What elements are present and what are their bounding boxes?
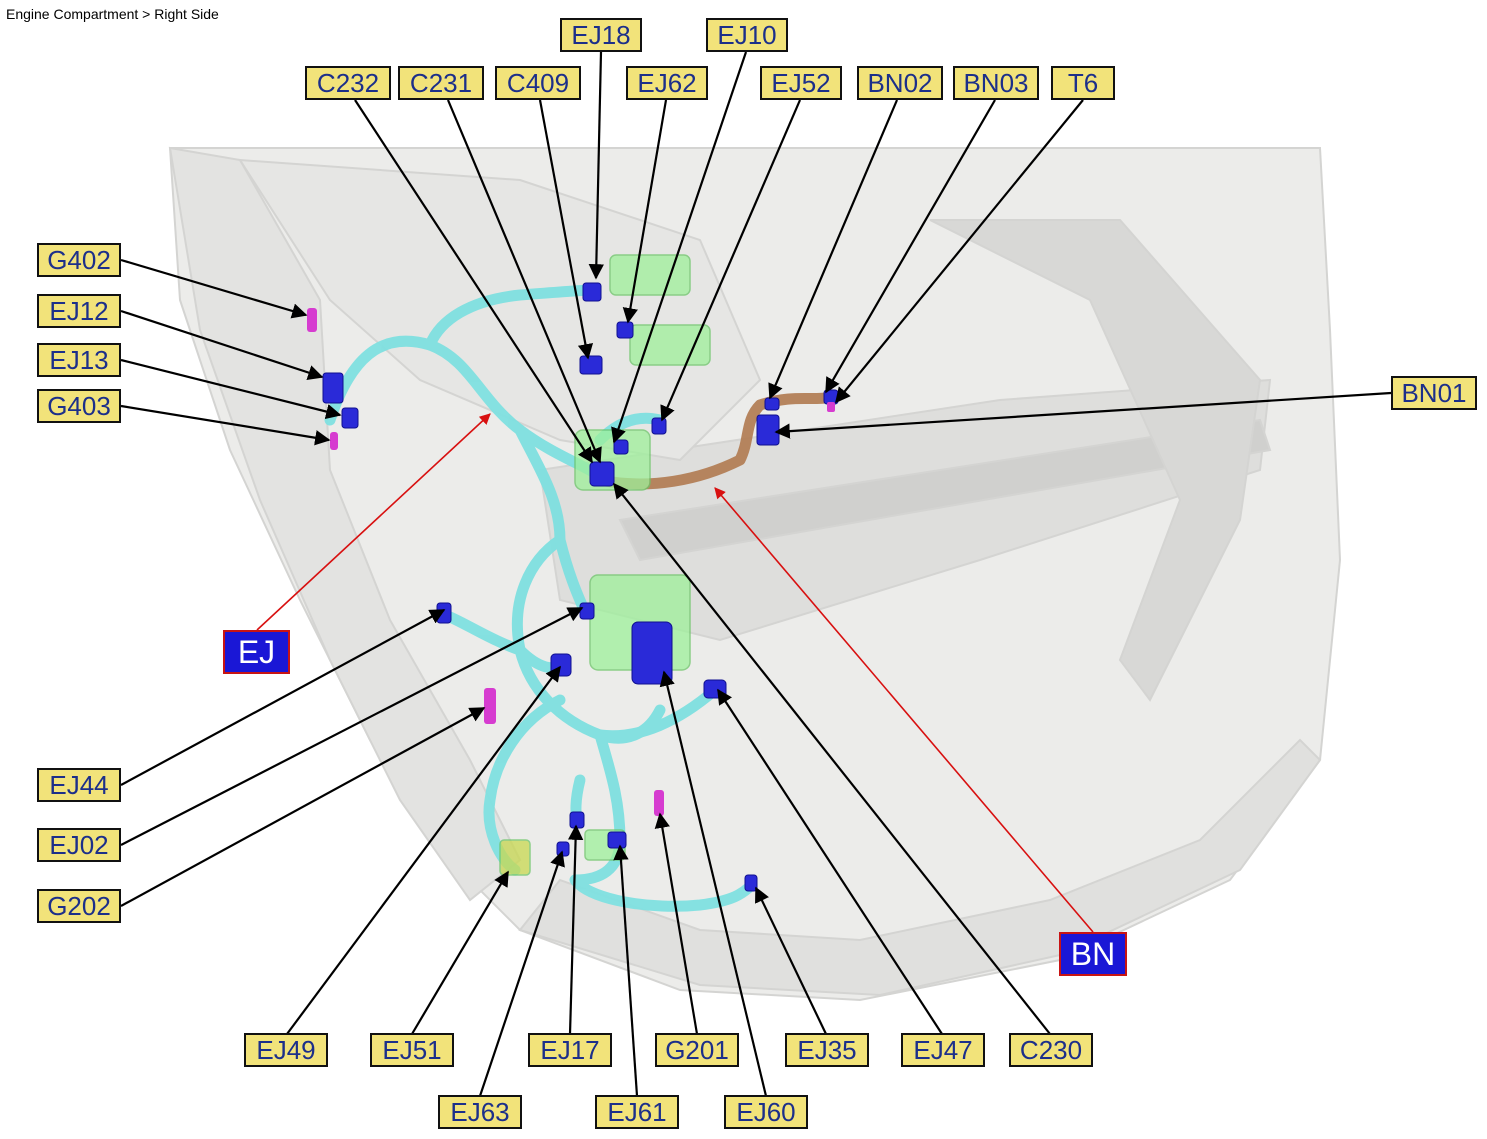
breadcrumb: Engine Compartment > Right Side — [6, 6, 219, 22]
callout-c232: C232 — [305, 66, 391, 100]
callout-g201: G201 — [655, 1033, 739, 1067]
vehicle-body — [168, 146, 1342, 1002]
callout-ej47: EJ47 — [901, 1033, 985, 1067]
callout-c231: C231 — [398, 66, 484, 100]
grounds — [307, 308, 835, 816]
group-leader-lines — [256, 413, 1094, 933]
callout-ej35: EJ35 — [785, 1033, 869, 1067]
callout-bn01: BN01 — [1391, 376, 1477, 410]
bumper — [518, 738, 1322, 997]
cross-member — [618, 418, 1272, 562]
connectors — [322, 282, 839, 892]
callout-g403: G403 — [37, 389, 121, 423]
callout-bn02: BN02 — [857, 66, 943, 100]
callout-ej51: EJ51 — [370, 1033, 454, 1067]
callout-g402: G402 — [37, 243, 121, 277]
callout-ej44: EJ44 — [37, 768, 121, 802]
callout-ej60: EJ60 — [724, 1095, 808, 1129]
callout-t6: T6 — [1051, 66, 1115, 100]
callout-ej62: EJ62 — [626, 66, 708, 100]
leader-lines — [120, 51, 1392, 1097]
group-label-ej: EJ — [223, 630, 290, 674]
callout-ej13: EJ13 — [37, 343, 121, 377]
group-label-bn: BN — [1059, 932, 1127, 976]
callout-c409: C409 — [495, 66, 581, 100]
callout-ej49: EJ49 — [244, 1033, 328, 1067]
callout-ej10: EJ10 — [706, 18, 788, 52]
callout-ej61: EJ61 — [595, 1095, 679, 1129]
callout-ej18: EJ18 — [560, 18, 642, 52]
callout-ej02: EJ02 — [37, 828, 121, 862]
callout-bn03: BN03 — [953, 66, 1039, 100]
callout-c230: C230 — [1009, 1033, 1093, 1067]
callout-g202: G202 — [37, 889, 121, 923]
harness-bn — [594, 392, 831, 490]
inner-fender — [238, 158, 762, 462]
callout-ej17: EJ17 — [528, 1033, 612, 1067]
frame-rail-right — [929, 219, 1262, 702]
callout-ej63: EJ63 — [438, 1095, 522, 1129]
callout-ej12: EJ12 — [37, 294, 121, 328]
callout-ej52: EJ52 — [760, 66, 842, 100]
